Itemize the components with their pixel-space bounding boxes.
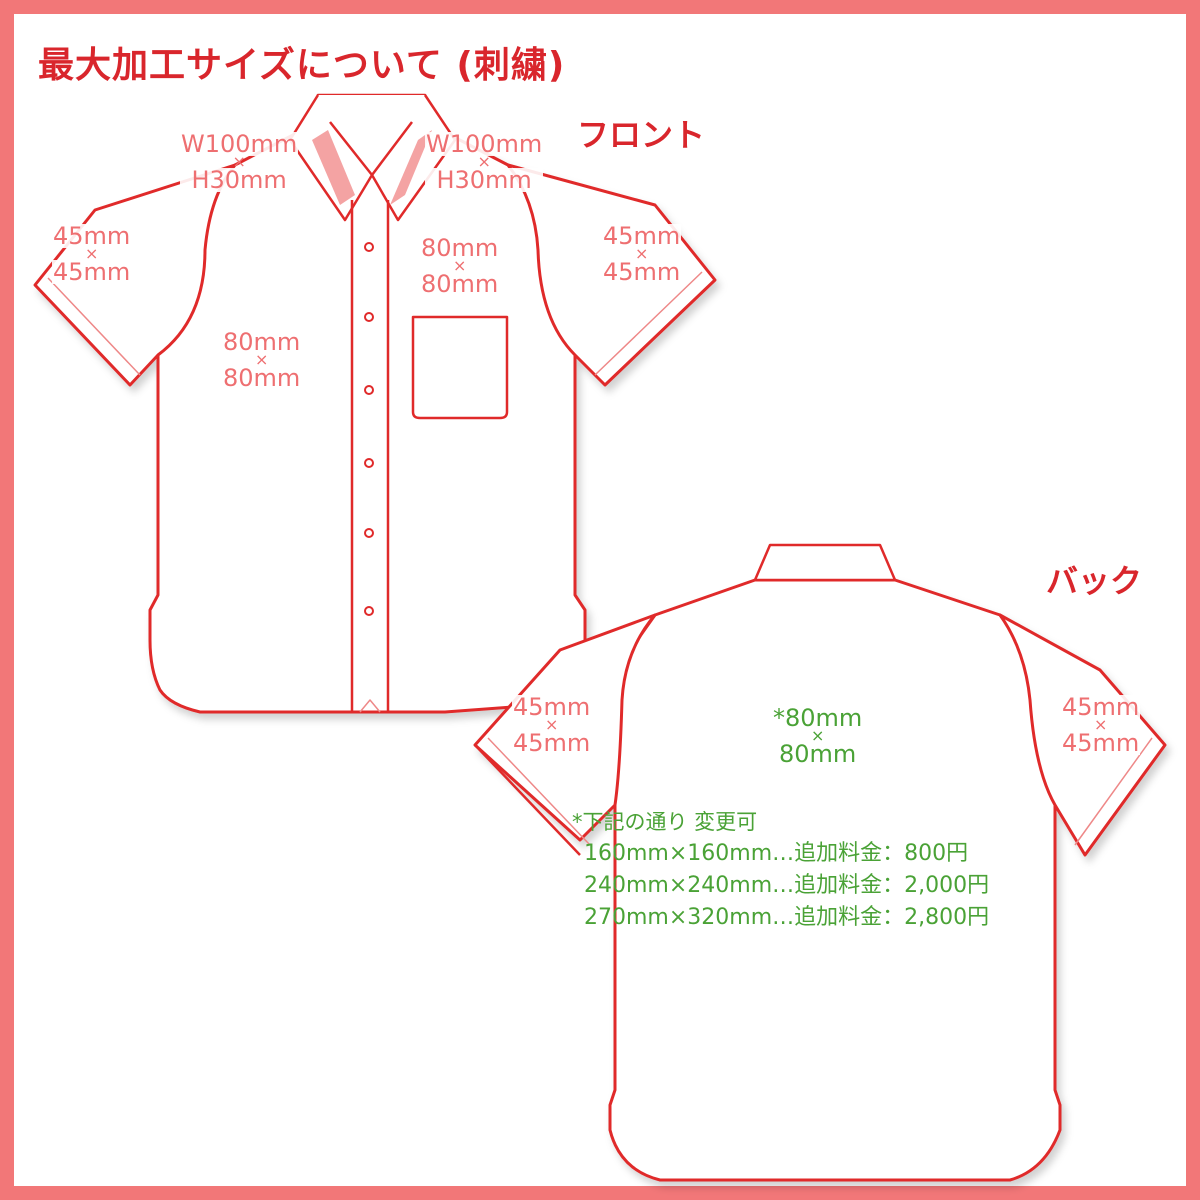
front-shirt-outline [33, 120, 717, 714]
note-option: 240mm×240mm…追加料金：2,000円 [584, 873, 990, 898]
note-heading: *下記の通り 変更可 [572, 810, 758, 834]
collar-zone-left [312, 130, 355, 205]
dim-back-sleeve-right: 45mm × 45mm [1061, 693, 1141, 757]
back-label: バック [1046, 562, 1143, 600]
dim-front-collar-right: W100mm × H30mm [425, 130, 544, 194]
dim-front-chest: 80mm × 80mm [222, 328, 302, 392]
collar-zone-right [390, 130, 432, 205]
dim-back-center: *80mm × 80mm [772, 704, 864, 768]
dim-back-sleeve-left: 45mm × 45mm [512, 693, 592, 757]
note-option: 160mm×160mm…追加料金：800円 [584, 841, 969, 866]
dim-front-sleeve-left: 45mm × 45mm [52, 222, 132, 286]
dim-front-sleeve-right: 45mm × 45mm [602, 222, 682, 286]
dim-front-pocket: 80mm × 80mm [420, 234, 500, 298]
page-title: 最大加工サイズについて (刺繍) [38, 45, 566, 86]
note-option: 270mm×320mm…追加料金：2,800円 [584, 905, 990, 930]
front-label: フロント [577, 116, 706, 154]
dim-front-collar-left: W100mm × H30mm [180, 130, 299, 194]
back-size-options-note: *下記の通り 変更可 160mm×160mm…追加料金：800円 240mm×2… [572, 806, 989, 934]
front-buttons [364, 242, 374, 616]
